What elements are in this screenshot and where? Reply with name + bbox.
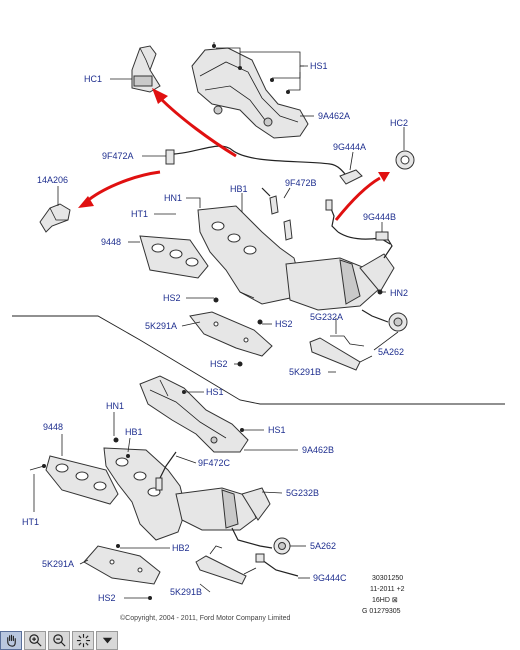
hb2-hs2-bolts-bottom bbox=[116, 544, 152, 600]
exhaust-manifold-top-part bbox=[197, 205, 301, 305]
exhaust-manifold-diagram: HC1 HS1 9A462A HC2 9F472A 9G444A 14A206 … bbox=[12, 42, 505, 622]
callout-hs2-mid[interactable]: HS2 bbox=[210, 359, 228, 369]
callout-hc2[interactable]: HC2 bbox=[390, 118, 408, 128]
catalytic-converter-5g232a-part bbox=[285, 235, 395, 311]
heat-shield-9a462b-part bbox=[139, 375, 249, 453]
callout-hc1[interactable]: HC1 bbox=[84, 74, 102, 84]
hs2-screws-top bbox=[213, 297, 263, 367]
callout-5a262-top[interactable]: 5A262 bbox=[378, 347, 404, 357]
clamp-5a262-bottom-part bbox=[273, 537, 291, 555]
callout-5g232a[interactable]: 5G232A bbox=[310, 312, 343, 322]
callout-hs1-b1[interactable]: HS1 bbox=[206, 387, 224, 397]
callout-9a462b[interactable]: 9A462B bbox=[302, 445, 334, 455]
callout-9f472a[interactable]: 9F472A bbox=[102, 151, 134, 161]
drawing-code: 16HD ⊠ bbox=[372, 597, 398, 604]
callout-9448-top[interactable]: 9448 bbox=[101, 237, 121, 247]
bracket-14a206-part bbox=[39, 203, 71, 233]
callout-9g444c[interactable]: 9G444C bbox=[313, 573, 347, 583]
leader-lines bbox=[33, 65, 405, 599]
hc1-clip-part bbox=[131, 45, 161, 93]
zoom-window-button[interactable] bbox=[72, 631, 94, 650]
callout-hn1-top[interactable]: HN1 bbox=[164, 193, 182, 203]
bracket-5k291a-top-part bbox=[189, 311, 273, 357]
callout-9f472c[interactable]: 9F472C bbox=[198, 458, 231, 468]
copyright-notice: ©Copyright, 2004 - 2011, Ford Motor Comp… bbox=[120, 614, 290, 622]
hs1-screws-bottom bbox=[182, 390, 244, 432]
callout-hs1-b2[interactable]: HS1 bbox=[268, 425, 286, 435]
callout-ht1-top[interactable]: HT1 bbox=[131, 209, 148, 219]
catalytic-converter-5g232b-part bbox=[175, 487, 273, 549]
callout-hb1-top[interactable]: HB1 bbox=[230, 184, 248, 194]
heat-shield-9a462a-part bbox=[191, 47, 309, 139]
clamp-5a262-top-part bbox=[361, 309, 408, 332]
callout-hs2-b[interactable]: HS2 bbox=[98, 593, 116, 603]
more-options-dropdown[interactable] bbox=[96, 631, 118, 650]
callout-hn2[interactable]: HN2 bbox=[390, 288, 408, 298]
callout-9448-b[interactable]: 9448 bbox=[43, 422, 63, 432]
callout-14a206[interactable]: 14A206 bbox=[37, 175, 68, 185]
callout-9g444a[interactable]: 9G444A bbox=[333, 142, 366, 152]
gasket-9448-bottom-part bbox=[45, 455, 119, 505]
oxygen-sensor-9g444a-part bbox=[339, 169, 363, 185]
oxygen-sensor-9g444b-part bbox=[325, 199, 391, 245]
red-reference-arrows bbox=[78, 88, 390, 221]
oxygen-sensor-9g444c-part bbox=[255, 553, 299, 577]
zoom-in-button[interactable] bbox=[24, 631, 46, 650]
callout-hb1-b[interactable]: HB1 bbox=[125, 427, 143, 437]
viewer-toolbar bbox=[0, 631, 170, 650]
hc2-clip-part bbox=[395, 150, 415, 170]
bracket-5k291b-bottom-part bbox=[195, 545, 257, 585]
pan-hand-icon bbox=[6, 634, 16, 647]
callout-hs2-mid-right[interactable]: HS2 bbox=[275, 319, 293, 329]
oxygen-sensor-9f472a-part bbox=[165, 145, 351, 181]
drawing-id: G 01279305 bbox=[362, 608, 401, 615]
callout-5k291a-top[interactable]: 5K291A bbox=[145, 321, 177, 331]
callout-5k291b-top[interactable]: 5K291B bbox=[289, 367, 321, 377]
callout-labels: HC1 HS1 9A462A HC2 9F472A 9G444A 14A206 … bbox=[22, 61, 408, 603]
callout-5k291b-b[interactable]: 5K291B bbox=[170, 587, 202, 597]
fasteners-bottom bbox=[29, 437, 130, 471]
callout-hs2-top[interactable]: HS2 bbox=[163, 293, 181, 303]
callout-5a262-b[interactable]: 5A262 bbox=[310, 541, 336, 551]
zoom-out-button[interactable] bbox=[48, 631, 70, 650]
section-separator-line bbox=[12, 315, 505, 405]
callout-ht1-b[interactable]: HT1 bbox=[22, 517, 39, 527]
drawing-number: 30301250 bbox=[372, 575, 403, 582]
zoom-window-icon bbox=[76, 633, 90, 648]
dropdown-arrow-icon bbox=[102, 637, 112, 644]
exhaust-manifold-bottom-part bbox=[103, 447, 187, 541]
callout-hs1-top[interactable]: HS1 bbox=[310, 61, 328, 71]
callout-5k291a-b[interactable]: 5K291A bbox=[42, 559, 74, 569]
bracket-5k291b-top-part bbox=[309, 335, 373, 371]
pan-tool-button[interactable] bbox=[0, 631, 22, 650]
callout-hb2[interactable]: HB2 bbox=[172, 543, 190, 553]
bracket-5k291a-bottom-part bbox=[83, 545, 161, 585]
callout-hn1-b[interactable]: HN1 bbox=[106, 401, 124, 411]
hn2-nut-part bbox=[377, 289, 383, 295]
callout-9a462a[interactable]: 9A462A bbox=[318, 111, 350, 121]
oxygen-sensor-9f472c-part bbox=[155, 451, 177, 491]
oxygen-sensor-9f472b-part bbox=[261, 187, 293, 241]
gasket-9448-top-part bbox=[139, 235, 209, 279]
drawing-date: 11-2011 +2 bbox=[370, 586, 405, 593]
callout-5g232b[interactable]: 5G232B bbox=[286, 488, 319, 498]
drawing-reference-block: 30301250 11-2011 +2 16HD ⊠ G 01279305 bbox=[362, 575, 405, 615]
callout-9g444b[interactable]: 9G444B bbox=[363, 212, 396, 222]
zoom-out-icon bbox=[52, 634, 66, 647]
zoom-in-icon bbox=[28, 634, 42, 647]
callout-9f472b[interactable]: 9F472B bbox=[285, 178, 317, 188]
